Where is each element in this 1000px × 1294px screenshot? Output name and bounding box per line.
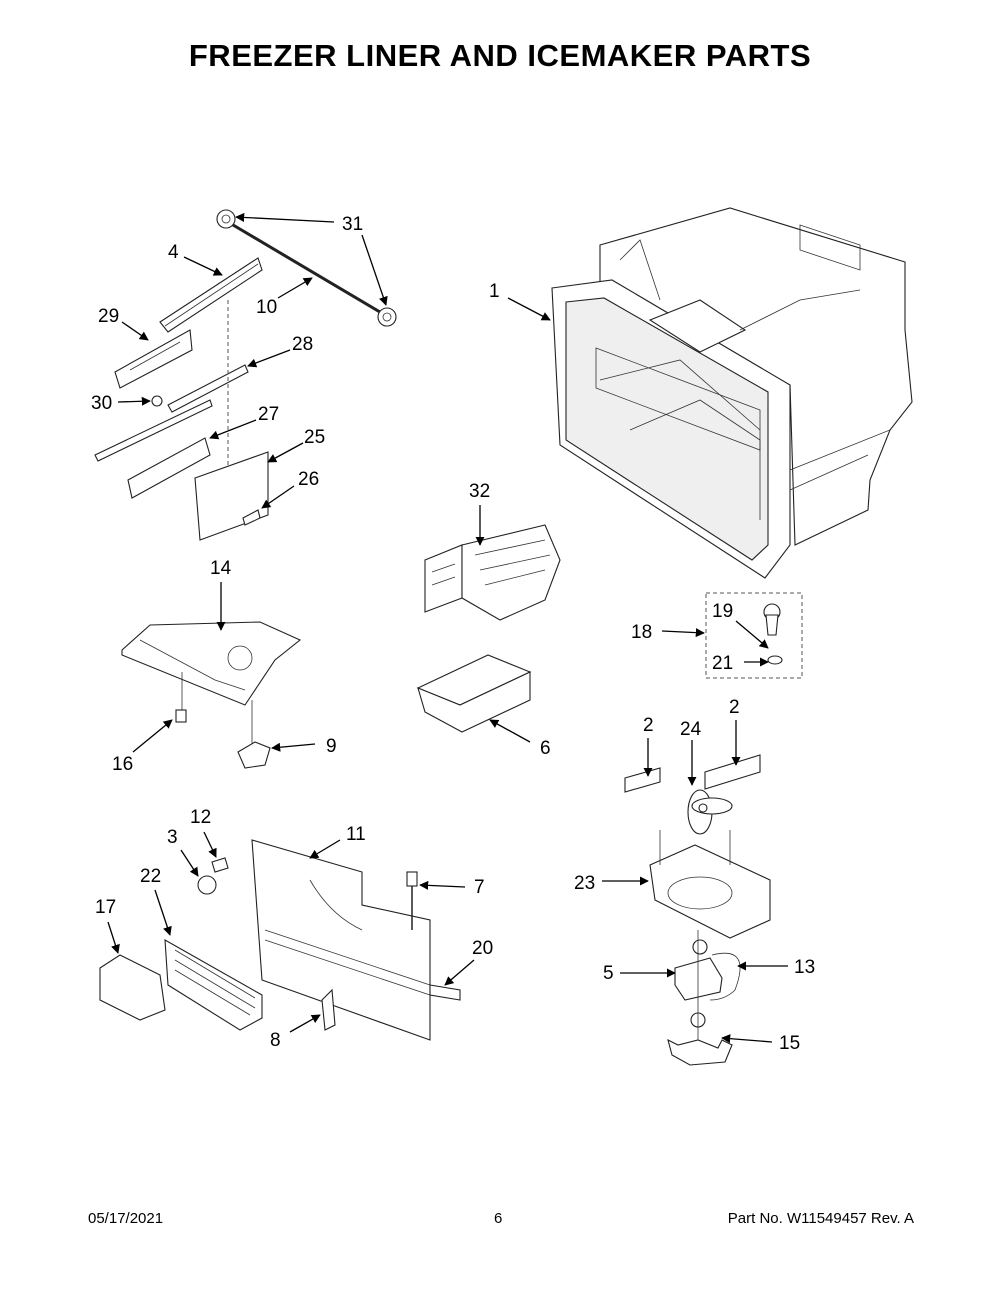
callout-1: 1 [489,281,500,302]
callout-24: 24 [680,719,702,740]
thermistor-probe [406,871,418,930]
callout-7: 7 [474,877,485,898]
callout-labels: 31 4 10 1 29 28 30 27 25 26 32 14 19 18 … [91,214,815,1054]
callout-11: 11 [346,824,366,845]
callout-18: 18 [631,622,652,643]
callout-10: 10 [256,297,277,318]
callout-16: 16 [112,754,133,775]
callout-23: 23 [574,873,595,894]
callout-6: 6 [540,738,551,759]
ice-crusher-part [237,741,271,769]
page-title: FREEZER LINER AND ICEMAKER PARTS [188,38,812,73]
freezer-liner [551,207,913,579]
callout-21: 21 [712,653,733,674]
callout-19: 19 [712,601,733,622]
callout-3: 3 [167,827,178,848]
fan-shroud [649,830,771,939]
callout-14: 14 [210,558,232,579]
callout-4: 4 [168,242,179,263]
ice-bin-housing [121,621,302,745]
icemaker [424,524,561,621]
callout-30: 30 [91,393,112,414]
water-valve-kit [705,592,803,679]
fan-blade [687,789,733,835]
callout-2b: 2 [729,697,740,718]
callout-31: 31 [342,214,363,235]
end-cover [99,954,166,1021]
callout-29: 29 [98,306,119,327]
footer-date: 05/17/2021 [88,1210,164,1227]
callout-28: 28 [292,334,313,355]
slide-rail [94,300,249,500]
screw-and-clip [197,857,229,895]
callout-9: 9 [326,736,337,757]
evaporator-cover [251,839,431,1041]
callout-12: 12 [190,807,211,828]
callout-5: 5 [603,963,614,984]
callout-26: 26 [298,469,319,490]
bracket-27 [127,437,211,499]
callout-15: 15 [779,1033,800,1054]
callout-2a: 2 [643,715,654,736]
callout-32: 32 [469,481,490,502]
support-plate [194,451,269,541]
callout-27: 27 [258,404,279,425]
rail [159,257,263,333]
callout-20: 20 [472,938,493,959]
footer-page-number: 6 [494,1210,503,1227]
ice-tray [416,654,532,733]
callout-13: 13 [794,957,815,978]
footer-part-number: Part No. W11549457 Rev. A [727,1210,914,1227]
auger-rod-assembly [216,209,397,327]
callout-8: 8 [270,1030,281,1051]
defrost-sensor [321,988,336,1031]
callout-22: 22 [140,866,161,887]
foam-strip [429,984,461,1001]
callout-17: 17 [95,897,116,918]
bracket [114,329,193,389]
leader-lines [107,212,788,1044]
air-grille [164,939,263,1031]
fan-motor [667,930,741,1066]
callout-25: 25 [304,427,325,448]
